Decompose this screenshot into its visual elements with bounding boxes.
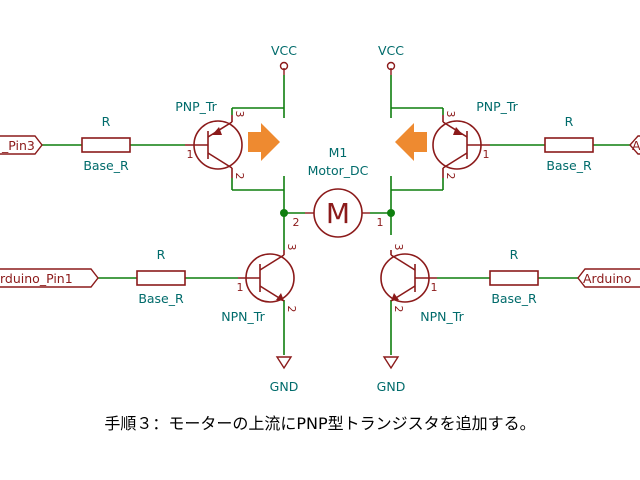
npn-right-pin-collector: 3 [392,244,405,251]
junction-dot-right [387,209,395,217]
pnp-transistor-right [432,115,490,178]
resistor-top-left-ref: R [102,114,111,129]
npn-transistor-right [380,250,437,303]
npn-left-pin-collector: 3 [285,244,298,251]
pnp-right-pin-base: 1 [483,148,490,161]
vcc-right-symbol: VCC [378,43,404,75]
pnp-transistor-left [185,115,243,178]
gnd-right-symbol: GND [377,356,406,394]
npn-right-name: NPN_Tr [420,309,464,324]
pnp-left-pin-emitter: 3 [233,111,246,118]
resistor-bottom-left-ref: R [157,247,166,262]
port-top-left: _Pin3 [0,135,43,155]
gnd-left-symbol: GND [270,356,299,394]
resistor-top-right: R Base_R [544,114,594,173]
step-caption: 手順３：モーターの上流にPNP型トランジスタを追加する。 [104,414,536,433]
resistor-top-left-value: Base_R [83,158,129,173]
resistor-top-right-value: Base_R [546,158,592,173]
pnp-left-pin-base: 1 [187,148,194,161]
gnd-right-label: GND [377,379,406,394]
wires [42,75,630,355]
resistor-bottom-left-value: Base_R [138,291,184,306]
resistor-top-left: R Base_R [81,114,131,173]
resistor-top-right-ref: R [565,114,574,129]
npn-left-name: NPN_Tr [221,309,265,324]
motor-ref: M1 [329,145,348,160]
pnp-right-name: PNP_Tr [476,99,518,114]
port-bottom-right: Arduino [577,268,640,288]
pnp-left-name: PNP_Tr [175,99,217,114]
motor-m1: M M1 Motor_DC 2 1 [293,145,384,238]
resistor-bottom-right-value: Base_R [491,291,537,306]
port-bottom-right-label: Arduino [583,271,631,286]
port-bottom-left: rduino_Pin1 [0,268,99,288]
port-top-left-label: _Pin3 [1,138,35,153]
motor-pin-right: 1 [377,216,384,229]
npn-left-pin-emitter: 2 [285,306,298,313]
vcc-right-label: VCC [378,43,404,58]
resistor-bottom-left: R Base_R [136,247,186,306]
pnp-right-pin-emitter: 3 [444,111,457,118]
gnd-left-label: GND [270,379,299,394]
port-bottom-left-label: rduino_Pin1 [0,271,73,286]
orange-arrow-left-icon [395,123,427,161]
npn-transistor-left [238,250,295,303]
pnp-left-pin-collector: 2 [233,173,246,180]
resistor-bottom-right: R Base_R [489,247,539,306]
pnp-right-pin-collector: 2 [444,173,457,180]
port-top-right-label: A [632,138,640,153]
resistor-bottom-right-ref: R [510,247,519,262]
npn-left-pin-base: 1 [237,281,244,294]
motor-symbol-letter: M [326,197,350,230]
motor-value: Motor_DC [308,163,369,178]
orange-arrow-right-icon [248,123,280,161]
port-top-right: A [629,135,640,155]
npn-right-pin-base: 1 [431,281,438,294]
npn-right-pin-emitter: 2 [392,306,405,313]
motor-pin-left: 2 [293,216,300,229]
junction-dot-left [280,209,288,217]
vcc-left-symbol: VCC [271,43,297,75]
vcc-left-label: VCC [271,43,297,58]
